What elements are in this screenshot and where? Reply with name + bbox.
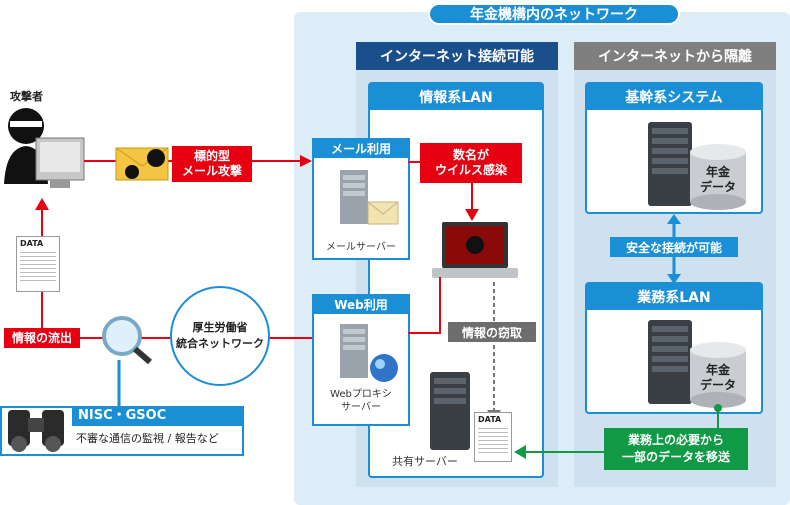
shared-server-icon bbox=[430, 372, 470, 450]
core-database-icon bbox=[690, 144, 746, 210]
shared-data-doc: DATA bbox=[474, 412, 512, 462]
nisc-description: 不審な通信の監視 / 報告など bbox=[76, 432, 219, 445]
mhlw-network-node: 厚生労働省 統合ネットワーク bbox=[170, 286, 270, 386]
safe-connection-label: 安全な接続が可能 bbox=[610, 237, 738, 257]
nisc-title: NISC・GSOC bbox=[72, 406, 244, 426]
infected-laptop-icon bbox=[432, 222, 518, 278]
info-lan-title: 情報系LAN bbox=[370, 84, 542, 110]
infected-label: 数名が ウイルス感染 bbox=[420, 143, 522, 183]
zone-title: 年金機構内のネットワーク bbox=[428, 3, 680, 25]
attacker-icon bbox=[4, 108, 85, 188]
shared-data-doc-title: DATA bbox=[478, 415, 502, 424]
mail-server-icon bbox=[340, 170, 399, 225]
core-db-label: 年金 データ bbox=[699, 165, 736, 194]
isolated-side-header: インターネットから隔離 bbox=[574, 42, 776, 70]
migrate-label: 業務上の必要から 一部のデータを移送 bbox=[604, 428, 748, 470]
mail-server-label: メールサーバー bbox=[326, 241, 396, 253]
red-link-line-mail bbox=[408, 161, 422, 163]
proxy-server-label: Webプロキシ サーバー bbox=[330, 389, 392, 413]
mhlw-network-label: 厚生労働省 統合ネットワーク bbox=[176, 321, 264, 350]
theft-dashed-arrow bbox=[487, 282, 501, 422]
targeted-mail-label: 標的型 メール攻撃 bbox=[172, 146, 252, 182]
doc-lines bbox=[20, 252, 56, 284]
leak-label: 情報の流出 bbox=[4, 328, 80, 348]
upload-arrow bbox=[35, 198, 49, 236]
monitor-line bbox=[117, 360, 121, 408]
magnifier-icon bbox=[102, 316, 152, 365]
core-system-title: 基幹系システム bbox=[587, 84, 761, 110]
shared-server-label: 共有サーバー bbox=[392, 455, 458, 468]
infection-arrow bbox=[465, 183, 479, 221]
binoculars-icon bbox=[8, 410, 64, 452]
mail-use-title: メール利用 bbox=[312, 138, 410, 158]
core-server-icon bbox=[648, 122, 692, 206]
leak-vertical-line bbox=[41, 292, 43, 328]
business-db-label: 年金 データ bbox=[699, 363, 736, 392]
business-database-icon bbox=[690, 342, 746, 408]
doc-lines bbox=[478, 428, 508, 454]
internet-side-header: インターネット接続可能 bbox=[356, 42, 558, 70]
business-server-icon bbox=[648, 320, 692, 404]
business-lan-title: 業務系LAN bbox=[587, 284, 761, 310]
leaked-data-doc-title: DATA bbox=[20, 239, 44, 248]
attacker-label: 攻撃者 bbox=[10, 90, 43, 103]
leaked-data-doc: DATA bbox=[16, 236, 60, 292]
web-use-title: Web利用 bbox=[312, 294, 410, 314]
proxy-server-icon bbox=[340, 324, 398, 382]
theft-label: 情報の窃取 bbox=[448, 322, 536, 342]
web-link-line bbox=[408, 277, 441, 334]
malicious-mail-icon bbox=[115, 147, 169, 181]
